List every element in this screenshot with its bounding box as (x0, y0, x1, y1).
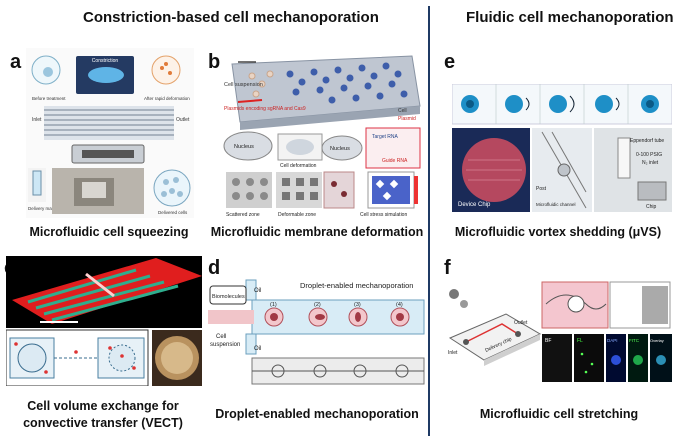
svg-text:Scattered zone: Scattered zone (226, 212, 260, 218)
svg-text:Cell suspension: Cell suspension (224, 82, 263, 88)
panel-f-figure: Inlet Outlet Delivery chip BF FL DAPI FI… (446, 280, 672, 386)
svg-text:N₂ inlet: N₂ inlet (642, 160, 659, 166)
panel-d-figure: Droplet-enabled mechanoporation Oil Oil … (208, 276, 426, 386)
svg-text:Before treatment: Before treatment (32, 96, 66, 101)
svg-text:Droplet-enabled mechanoporatio: Droplet-enabled mechanoporation (300, 281, 413, 290)
svg-text:After rapid deformation: After rapid deformation (144, 96, 190, 101)
svg-text:Cell deformation: Cell deformation (280, 163, 317, 169)
right-section-title: Fluidic cell mechanoporation (466, 9, 674, 26)
svg-text:Guide RNA: Guide RNA (382, 158, 408, 164)
svg-text:Post: Post (536, 186, 547, 192)
panel-a-figure: Constriction Before treatment After rapi… (26, 48, 194, 218)
panel-b-letter: b (208, 51, 221, 73)
svg-text:Plasmid: Plasmid (398, 116, 416, 122)
svg-text:(2): (2) (314, 302, 321, 308)
panel-b-caption: Microfluidic membrane deformation (210, 225, 424, 239)
svg-text:Outlet: Outlet (514, 320, 528, 326)
left-section-title: Constriction-based cell mechanoporation (83, 9, 379, 26)
svg-text:(1): (1) (270, 302, 277, 308)
svg-text:Constriction: Constriction (92, 58, 119, 64)
svg-text:Nucleus: Nucleus (234, 144, 254, 150)
svg-text:suspension: suspension (210, 342, 240, 348)
panel-d-letter: d (208, 257, 221, 279)
svg-text:(4): (4) (396, 302, 403, 308)
svg-text:Chip: Chip (646, 204, 657, 210)
panel-f-caption: Microfluidic cell stretching (479, 407, 639, 421)
svg-text:Eppendorf tube: Eppendorf tube (630, 138, 664, 144)
svg-text:Inlet: Inlet (32, 117, 42, 123)
panel-c-figure (6, 256, 202, 386)
panel-d-caption: Droplet-enabled mechanoporation (215, 407, 419, 421)
svg-text:Microfluidic channel: Microfluidic channel (536, 202, 576, 207)
panel-e-letter: e (444, 51, 456, 73)
panel-f-letter: f (444, 257, 451, 279)
svg-text:Cell: Cell (398, 108, 407, 114)
svg-text:Target RNA: Target RNA (372, 134, 399, 140)
panel-b-figure: Cell suspension Plasmids encoding sgRNA … (222, 44, 422, 220)
svg-text:(3): (3) (354, 302, 361, 308)
panel-c-caption-line2: convective transfer (VECT) (23, 416, 183, 430)
svg-text:Overlay: Overlay (650, 338, 664, 343)
panel-e-figure: Device Chip Post Microfluidic channel Ep… (452, 84, 672, 214)
svg-text:Inlet: Inlet (448, 350, 458, 356)
section-divider (428, 6, 430, 436)
svg-text:FL: FL (577, 338, 583, 344)
svg-text:Cell stress simulation: Cell stress simulation (360, 212, 407, 218)
svg-text:Nucleus: Nucleus (330, 146, 350, 152)
svg-text:BF: BF (545, 338, 551, 344)
svg-text:Oil: Oil (254, 346, 261, 352)
svg-text:FITC: FITC (629, 338, 640, 343)
svg-text:Delivery material: Delivery material (28, 206, 62, 211)
panel-e-caption: Microfluidic vortex shedding (μVS) (454, 225, 662, 239)
svg-text:Oil: Oil (254, 288, 261, 294)
svg-text:Cell: Cell (216, 334, 226, 340)
svg-text:Biomolecules: Biomolecules (212, 294, 245, 300)
svg-text:Outlet: Outlet (176, 117, 190, 123)
panel-c-caption-line1: Cell volume exchange for (27, 399, 179, 413)
svg-text:Deformable zone: Deformable zone (278, 212, 316, 218)
panel-a-letter: a (10, 51, 22, 73)
svg-text:DAPI: DAPI (607, 338, 618, 343)
svg-text:Delivered cells: Delivered cells (158, 210, 188, 215)
svg-text:Device Chip: Device Chip (458, 202, 491, 208)
svg-text:0-100 PSIG: 0-100 PSIG (636, 152, 662, 158)
svg-text:Plasmids encoding sgRNA and Ca: Plasmids encoding sgRNA and Cas9 (224, 106, 306, 112)
panel-a-caption: Microfluidic cell squeezing (29, 225, 189, 239)
